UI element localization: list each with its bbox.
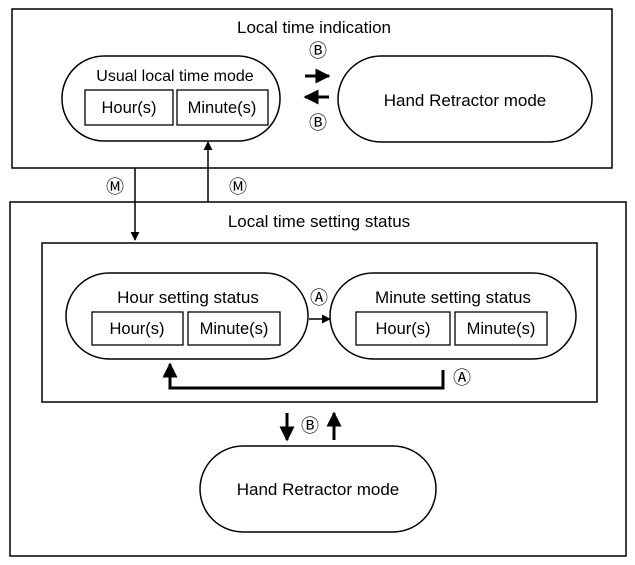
usual-mode-hour-cell <box>84 89 174 126</box>
hour-setting-minute-label: Minute(s) <box>200 320 269 338</box>
local-time-setting-status-frame <box>9 201 627 557</box>
hand-retractor-bottom-label: Hand Retractor mode <box>237 480 400 499</box>
usual-mode-label: Usual local time mode <box>96 68 254 85</box>
button-m-symbol-left: Ⓜ <box>106 177 124 197</box>
hand-retractor-top-label: Hand Retractor mode <box>384 91 547 110</box>
usual-local-time-mode: Usual local time mode Hour(s) Minute(s) <box>61 55 281 142</box>
local-time-indication-frame <box>11 8 613 169</box>
minute-setting-minute-label: Minute(s) <box>467 320 536 338</box>
minute-setting-hour-label: Hour(s) <box>375 320 430 338</box>
hour-setting-label: Hour setting status <box>117 288 259 307</box>
button-m-symbol-right: Ⓜ <box>229 177 247 197</box>
local-time-indication-title: Local time indication <box>237 18 391 37</box>
arrow-minute-to-hour <box>162 362 445 390</box>
hour-setting-hour-label: Hour(s) <box>109 320 164 338</box>
usual-mode-hour-label: Hour(s) <box>101 99 156 117</box>
minute-setting-minute-cell <box>454 311 548 346</box>
button-b-symbol-top: Ⓑ <box>309 41 327 61</box>
setting-inner-frame <box>41 242 598 403</box>
button-a-symbol-return: Ⓐ <box>453 368 471 388</box>
button-b-symbol-bottom: Ⓑ <box>309 113 327 133</box>
m-transitions: Ⓜ Ⓜ <box>106 141 247 241</box>
minute-setting-label: Minute setting status <box>375 288 531 307</box>
hand-retractor-mode-bottom: Hand Retractor mode <box>199 445 437 533</box>
usual-mode-minute-cell <box>176 89 269 126</box>
hour-setting-status: Hour setting status Hour(s) Minute(s) <box>65 272 309 360</box>
local-time-setting-status-title: Local time setting status <box>228 212 410 231</box>
minute-setting-status: Minute setting status Hour(s) Minute(s) <box>329 272 577 360</box>
button-a-symbol-forward: Ⓐ <box>310 288 328 308</box>
local-time-setting-status-panel: Local time setting status Hour setting s… <box>9 201 627 557</box>
minute-setting-hour-cell <box>355 311 451 346</box>
hour-setting-minute-cell <box>187 311 281 346</box>
local-time-indication-panel: Local time indication Usual local time m… <box>11 8 613 169</box>
button-b-symbol-setting: Ⓑ <box>301 416 319 436</box>
hour-setting-hour-cell <box>91 311 184 346</box>
usual-mode-minute-label: Minute(s) <box>188 99 257 117</box>
hand-retractor-mode-top: Hand Retractor mode <box>337 55 593 143</box>
